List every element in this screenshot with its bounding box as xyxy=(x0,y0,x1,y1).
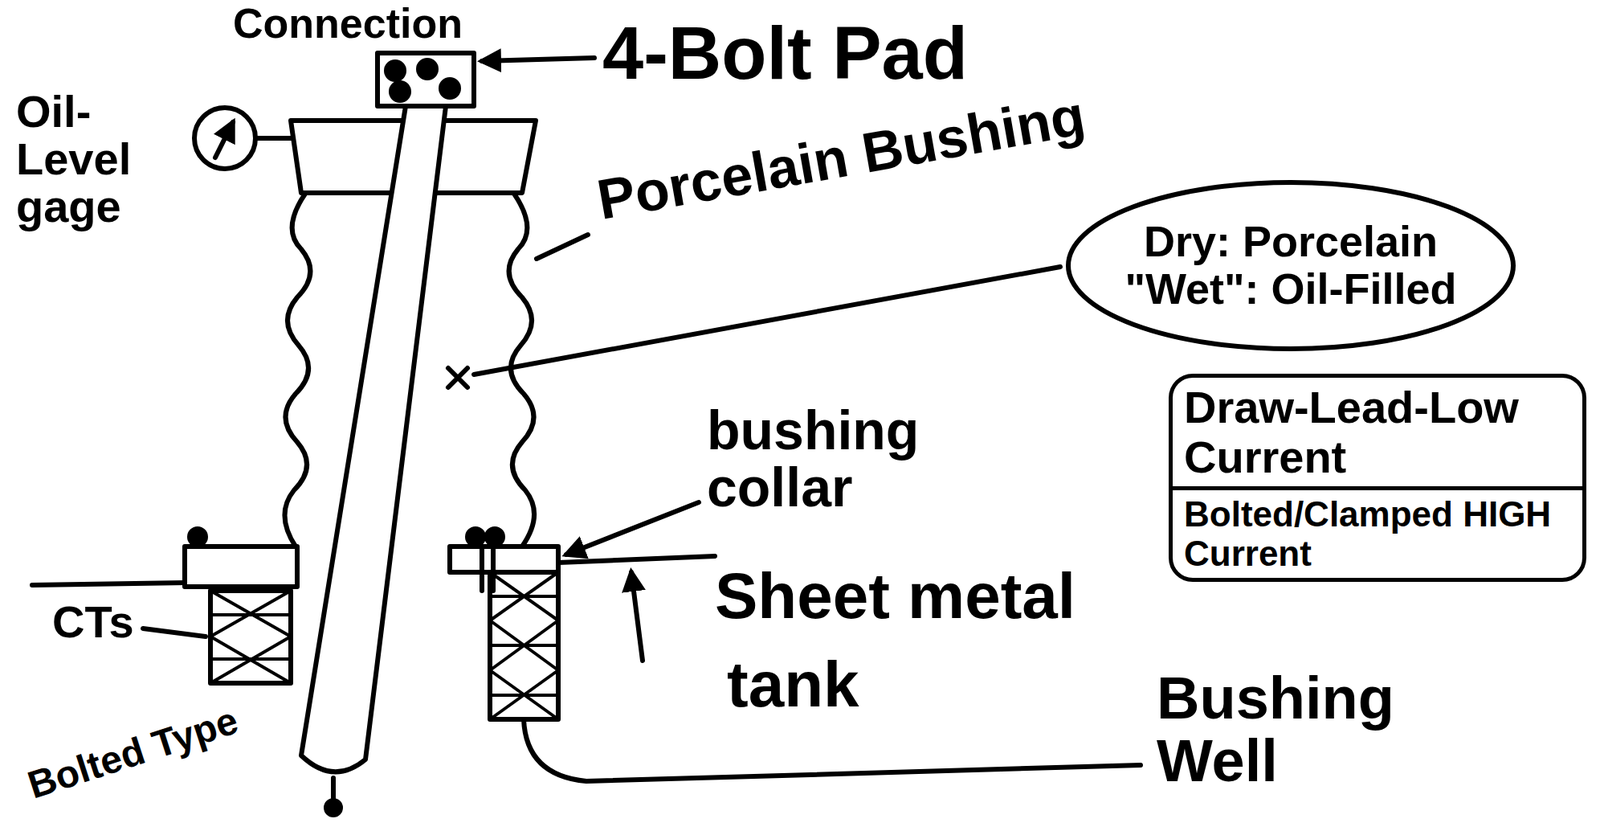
ct-hatch xyxy=(489,571,559,719)
note-text: "Wet": Oil-Filled xyxy=(1124,265,1457,313)
pad-bolt xyxy=(386,61,405,80)
leader-arrow xyxy=(631,571,643,661)
note-text: Draw-Lead-Low Current xyxy=(1172,377,1583,486)
four-bolt-pad xyxy=(377,53,474,107)
part-label: Bolted Type xyxy=(23,699,243,806)
oil-level-gage xyxy=(194,107,256,169)
current-transformer-right xyxy=(489,571,559,719)
note-text: Dry: Porcelain xyxy=(1143,217,1438,266)
part-label: Sheet metal xyxy=(714,562,1076,630)
x-mark xyxy=(448,367,468,388)
part-label: tank xyxy=(726,650,860,719)
collar-bolt xyxy=(467,528,484,545)
leader-arrow xyxy=(481,57,595,62)
pad-bolt xyxy=(440,79,459,98)
note-box: Draw-Lead-Low CurrentBolted/Clamped HIGH… xyxy=(1168,373,1587,582)
sheet-metal-right xyxy=(558,555,715,563)
bushing-well-line xyxy=(523,718,1141,781)
part-label: Bushing Well xyxy=(1156,666,1430,792)
collar-bolt xyxy=(486,528,503,545)
pad-bolt xyxy=(391,82,409,101)
part-label: Oil-Level gage xyxy=(16,88,177,230)
gage-stem xyxy=(255,135,293,141)
part-label: CTs xyxy=(52,598,135,646)
bushing-collar-right xyxy=(449,546,559,572)
sheet-metal-left xyxy=(32,582,187,585)
leader-arrow xyxy=(566,502,699,555)
note-bubble: Dry: Porcelain"Wet": Oil-Filled xyxy=(1065,179,1517,352)
leader-line xyxy=(142,628,206,637)
part-label: Connection xyxy=(232,1,463,46)
porcelain-left xyxy=(284,193,311,547)
bubble-ellipse xyxy=(1068,182,1514,349)
part-label: bushing collar xyxy=(706,401,948,517)
pad-bolt xyxy=(418,60,437,78)
conductor-rod xyxy=(301,106,446,772)
porcelain-right xyxy=(509,193,535,547)
part-label: 4-Bolt Pad xyxy=(602,14,968,93)
bushing-collar-left xyxy=(184,546,298,587)
note-text: Bolted/Clamped HIGH Current xyxy=(1172,485,1583,578)
leader-line xyxy=(536,234,588,259)
part-label: Porcelain Bushing xyxy=(592,85,1090,230)
leader-line xyxy=(473,266,1061,375)
current-transformer-left xyxy=(210,590,291,683)
bottom-bolt-head xyxy=(326,800,341,815)
ct-hatch xyxy=(210,590,291,683)
collar-bolt xyxy=(189,528,206,545)
gage-needle xyxy=(215,122,233,158)
collar-stud xyxy=(479,546,485,591)
